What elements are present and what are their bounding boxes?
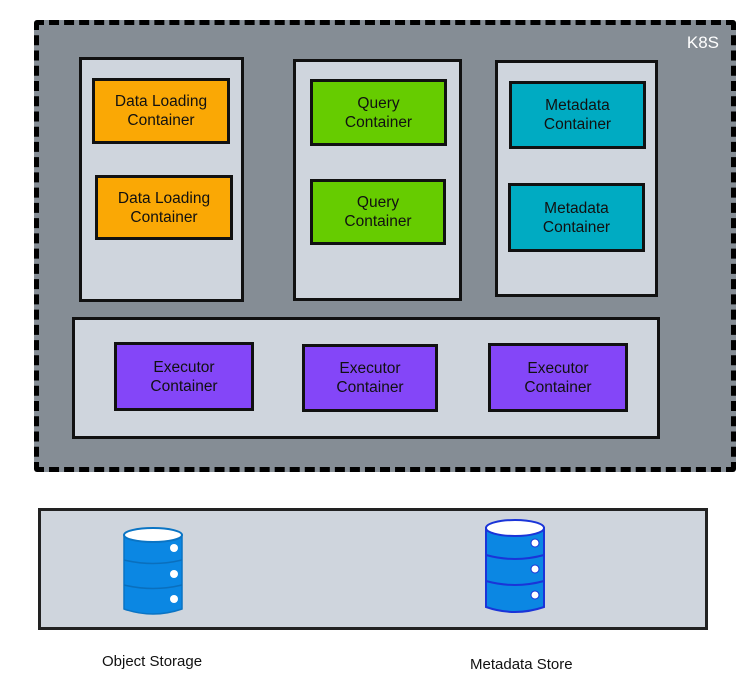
container-label: Query Container xyxy=(344,194,412,230)
k8s-label: K8S xyxy=(686,33,719,52)
container-label: Data Loading Container xyxy=(114,93,208,129)
metadata-container: Metadata Container xyxy=(509,81,646,149)
container-label: Executor Container xyxy=(336,360,404,396)
container-label: Metadata Container xyxy=(543,97,612,133)
data-loading-container: Data Loading Container xyxy=(95,175,233,240)
container-label: Query Container xyxy=(344,94,413,131)
metadata-container: Metadata Container xyxy=(508,183,645,252)
metadata-store-label: Metadata Store xyxy=(470,656,573,673)
data-loading-container: Data Loading Container xyxy=(92,78,230,144)
query-container: Query Container xyxy=(310,179,446,245)
executor-container: Executor Container xyxy=(302,344,438,412)
database-icon xyxy=(485,519,545,613)
container-label: Data Loading Container xyxy=(117,189,211,226)
query-container: Query Container xyxy=(310,79,447,146)
container-label: Executor Container xyxy=(524,359,592,396)
database-icon xyxy=(123,527,183,615)
executor-container: Executor Container xyxy=(488,343,628,412)
container-label: Metadata Container xyxy=(542,199,611,236)
executor-container: Executor Container xyxy=(114,342,254,411)
object-storage-label: Object Storage xyxy=(102,653,203,670)
container-label: Executor Container xyxy=(150,358,218,395)
